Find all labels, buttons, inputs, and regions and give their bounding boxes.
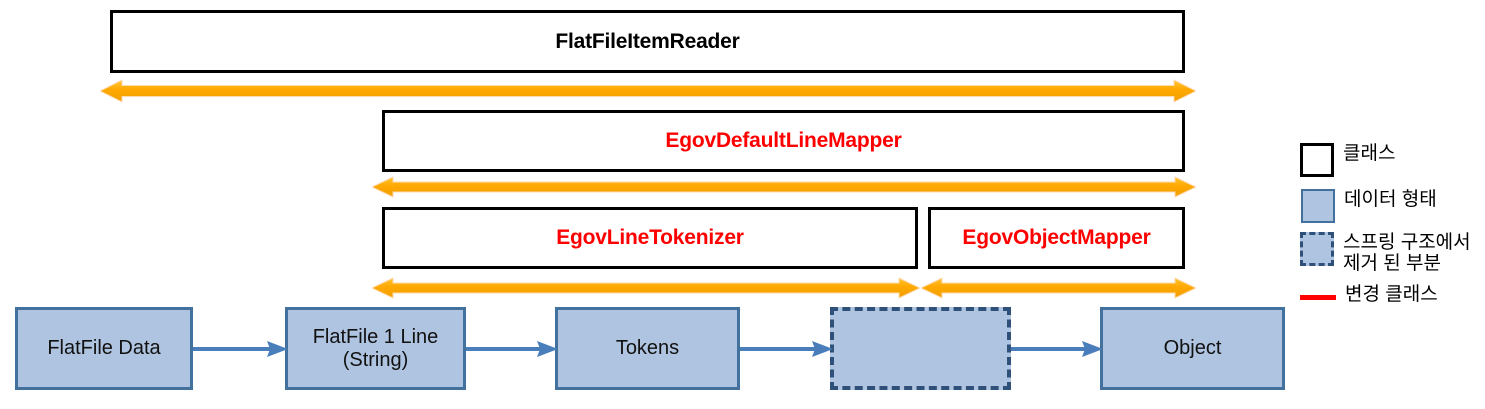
red-line-swatch-icon [1300,295,1336,300]
class-box-label: EgovObjectMapper [962,226,1151,249]
data-swatch-icon [1301,189,1335,223]
class-swatch-icon [1300,143,1334,177]
data-box-object: Object [1100,307,1285,390]
removed-swatch-icon [1300,232,1334,266]
legend-item-removed: 스프링 구조에서 제거 된 부분 [1300,232,1471,275]
legend-item-label: 클래스 [1343,143,1396,164]
data-box-label: Tokens [615,337,680,359]
legend-item-label: 데이터 형태 [1344,189,1437,210]
data-box-label: FlatFile 1 Line (String) [313,326,439,372]
legend-item-class: 클래스 [1300,143,1395,177]
legend-item-label: 스프링 구조에서 제거 된 부분 [1343,232,1471,275]
data-box-label: FlatFile Data [47,337,161,359]
data-box-removed-placeholder [830,307,1011,390]
data-box-label-line1: FlatFile 1 Line [312,325,439,348]
data-box-label: Object [1163,337,1222,359]
flow-arrow-2 [466,339,558,359]
class-box-egovdefaultlinemapper: EgovDefaultLineMapper [382,110,1185,172]
class-box-egovobjectmapper: EgovObjectMapper [928,207,1185,269]
class-box-label: EgovDefaultLineMapper [665,129,902,152]
legend-item-label: 변경 클래스 [1345,284,1438,305]
legend-item-label-line2: 제거 된 부분 [1343,253,1441,275]
flow-arrow-3 [740,339,833,359]
data-box-tokens: Tokens [555,307,740,390]
legend-item-label-line1: 스프링 구조에서 [1343,232,1471,253]
flow-arrow-4 [1011,339,1103,359]
data-box-label-line2: (String) [342,348,409,371]
class-box-label: FlatFileItemReader [555,29,740,53]
legend-item-changed-class: 변경 클래스 [1300,284,1438,305]
data-box-flatfile-data: FlatFile Data [15,307,193,390]
class-box-flatfileitemreader: FlatFileItemReader [110,10,1185,73]
class-box-egovlinetokenizer: EgovLineTokenizer [382,207,918,269]
legend-item-data: 데이터 형태 [1301,189,1437,223]
flow-arrow-1 [193,339,288,359]
class-box-label: EgovLineTokenizer [556,226,744,249]
